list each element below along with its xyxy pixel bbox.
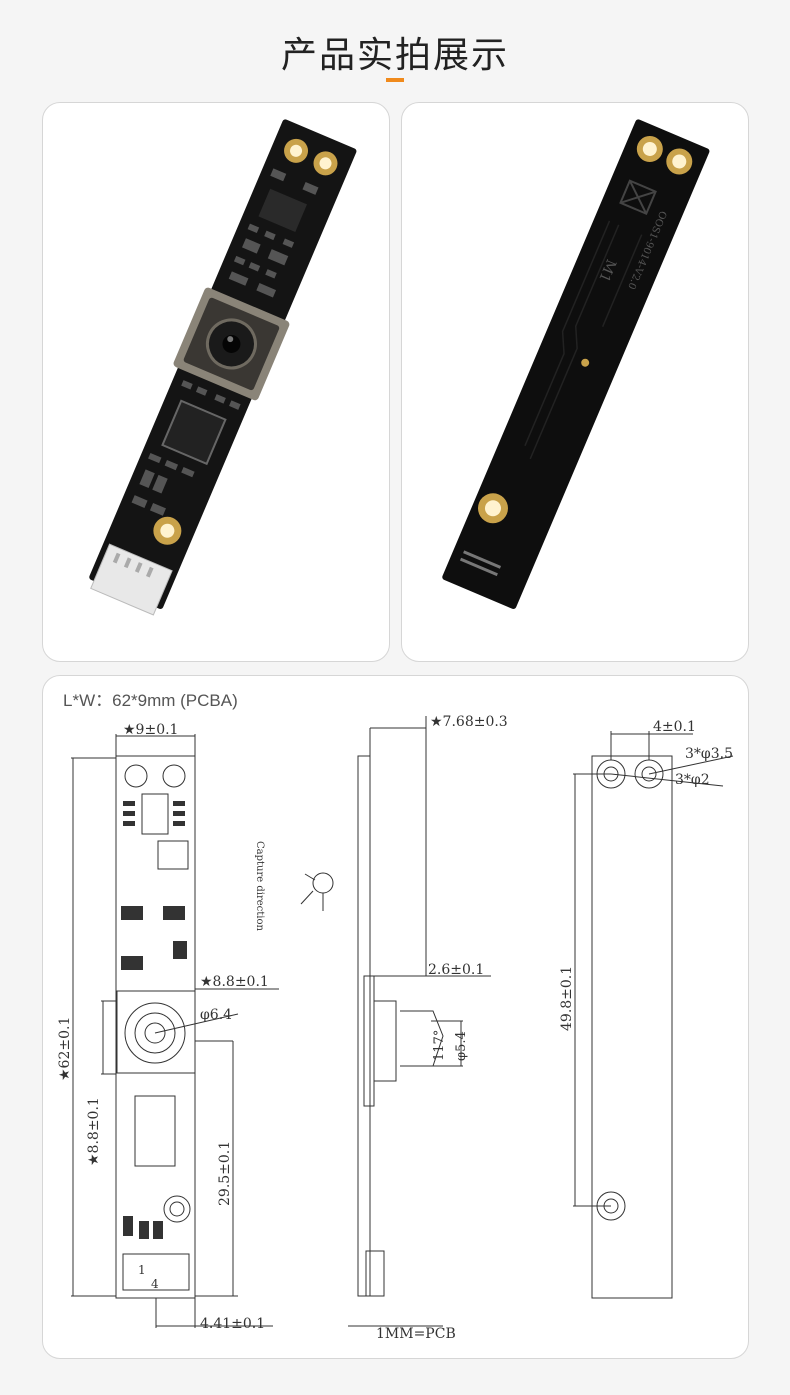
camera-module-front-photo [89,119,357,616]
camera-module-back-photo: OOS1-9014-V2.0 M1 [442,119,710,610]
dimension-drawing: ★9±0.1 ★62±0.1 ★8.8±0.1 ★8.8±0.1 φ6.4 29… [57,714,734,1342]
dim-thickness: ★7.68±0.3 [430,714,508,730]
dim-lens-diameter: φ6.4 [200,1007,232,1023]
title-accent-bar [386,78,404,82]
dim-width: ★9±0.1 [123,722,178,738]
dimension-drawing-card: L*W：62*9mm (PCBA) [42,675,749,1359]
dim-length: ★62±0.1 [57,1017,73,1081]
dim-lens-size: ★8.8±0.1 [86,1097,102,1166]
dim-bottom-offset: 4.41±0.1 [200,1316,265,1332]
dim-hole-span: 49.8±0.1 [559,966,575,1031]
front-photo-card [42,102,390,662]
dim-hole-dia: 3*φ2 [675,772,710,788]
dim-hole-pitch: 4±0.1 [653,719,696,735]
size-label: L*W：62*9mm (PCBA) [63,691,238,710]
dim-lens-dia: φ5.4 [454,1031,469,1061]
capture-direction-label: Capture direction [254,841,265,931]
dim-pad-dia: 3*φ3.5 [685,746,733,762]
page-title: 产品实拍展示 [280,35,509,76]
pin-4-label: 4 [151,1277,159,1291]
pcb-note: 1MM=PCB [376,1326,456,1342]
back-photo-card: OOS1-9014-V2.0 M1 [401,102,749,662]
dim-fov: 117° [432,1030,447,1061]
dim-lens-offset: ★8.8±0.1 [200,974,269,990]
dim-lens-to-end: 29.5±0.1 [217,1141,233,1206]
dim-lens-height: 2.6±0.1 [428,962,484,978]
pin-1-label: 1 [138,1263,146,1277]
